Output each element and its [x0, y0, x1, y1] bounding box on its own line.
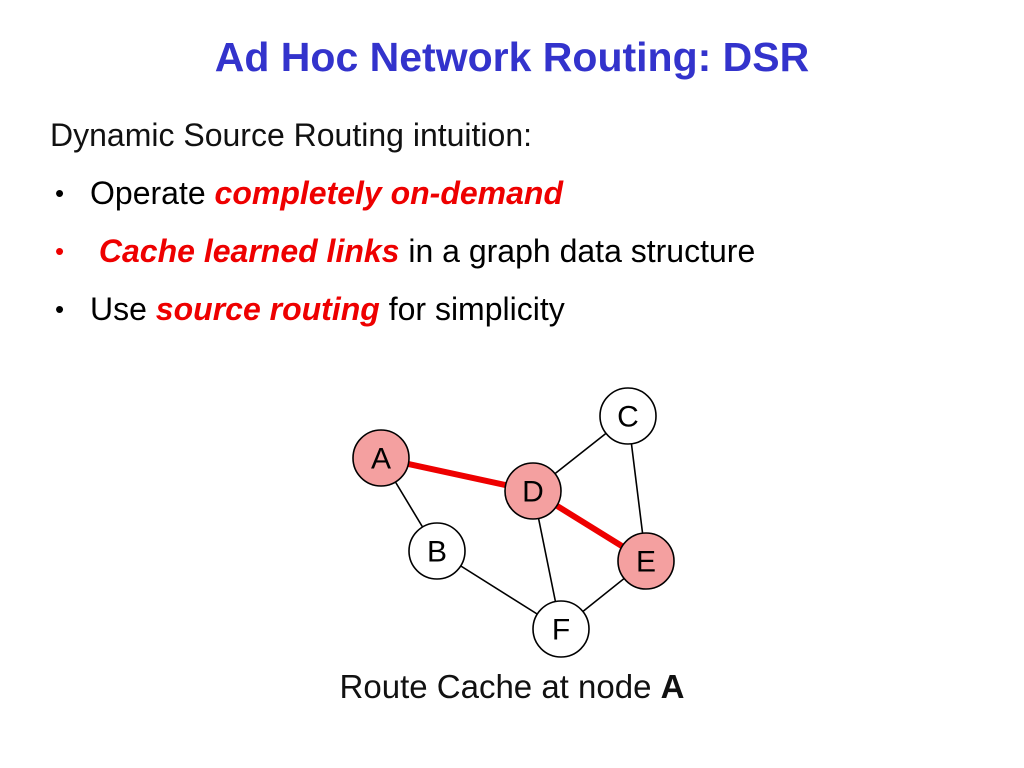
bullet-item: • Use source routing for simplicity [55, 291, 1024, 328]
node-label-A: A [371, 443, 391, 476]
edge-A-B [380, 457, 438, 552]
node-F [532, 600, 590, 658]
bullet-text: for simplicity [379, 290, 565, 327]
caption-text: Route Cache at node [339, 668, 661, 705]
caption-emphasis: A [660, 668, 685, 705]
node-B [408, 522, 466, 580]
bullet-emphasis: completely on-demand [214, 175, 564, 211]
node-D [504, 462, 562, 520]
node-label-D: D [522, 476, 544, 509]
edge-C-E [627, 415, 647, 562]
edge-E-F [560, 560, 647, 630]
slide-title: Ad Hoc Network Routing: DSR [214, 34, 810, 80]
caption: Route Cache at node A [0, 668, 1024, 706]
bullet-list: • Operate completely on-demand • Cache lea… [55, 175, 1024, 327]
node-A [352, 429, 410, 487]
node-label-C: C [617, 401, 639, 434]
route-edge-D-E [530, 488, 649, 564]
intro-text: Dynamic Source Routing intuition: [50, 117, 533, 153]
bullet-marker: • [55, 293, 65, 324]
node-E [617, 532, 675, 590]
bullet-item: • Operate completely on-demand [55, 175, 1024, 212]
node-label-F: F [552, 614, 570, 647]
bullet-item: • Cache learned links in a graph data st… [55, 233, 1024, 270]
bullet-text: Use [90, 290, 156, 327]
node-C [599, 387, 657, 445]
edge-C-D [532, 415, 629, 492]
bullet-text: Operate [90, 175, 215, 211]
bullet-emphasis: source routing [155, 290, 380, 327]
route-edge-A-D [378, 455, 536, 494]
bullet-emphasis: Cache learned links [98, 232, 400, 269]
edge-D-F [532, 490, 562, 630]
node-label-E: E [636, 546, 656, 579]
bullet-text: in a graph data structure [399, 232, 756, 269]
bullet-text [90, 233, 99, 269]
bullet-marker: • [55, 178, 65, 208]
edge-B-F [436, 550, 562, 630]
bullet-marker: • [55, 235, 65, 266]
node-label-B: B [427, 536, 447, 569]
